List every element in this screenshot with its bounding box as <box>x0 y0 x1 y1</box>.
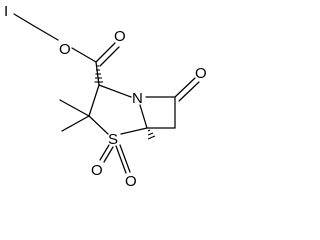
bond-carbonyl-double-a <box>95 42 116 63</box>
bond-lactam-double-a <box>174 77 196 98</box>
bond-sulfur-c5 <box>120 127 148 135</box>
bond-sulfonyl-left-b <box>103 146 114 163</box>
atom-sulfonyl-oxygen-left: O <box>91 162 103 179</box>
bond-layer <box>13 13 200 174</box>
stereo-hash-c2 <box>94 65 103 83</box>
bond-methylene-ester-oxygen <box>33 25 59 41</box>
bond-sulfonyl-left-a <box>99 144 110 161</box>
atom-label-layer: I O O N O S O O <box>4 3 207 190</box>
atom-ester-oxygen: O <box>59 41 71 58</box>
bond-lactam-double-b <box>178 81 200 102</box>
atom-carbonyl-oxygen: O <box>114 28 126 45</box>
bond-sulfonyl-right-a <box>115 145 127 174</box>
bond-sulfonyl-right-b <box>119 144 131 173</box>
bond-iodine-methylene <box>13 13 35 27</box>
bond-c5-nitrogen <box>139 104 148 129</box>
atom-sulfur: S <box>108 131 118 148</box>
atom-iodine: I <box>4 3 8 20</box>
atom-sulfonyl-oxygen-right: O <box>125 173 137 190</box>
bond-c2-c3 <box>88 84 100 117</box>
atom-lactam-oxygen: O <box>195 65 207 82</box>
bond-c3-methyl-lower <box>61 115 90 132</box>
bond-c3-sulfur <box>88 115 109 135</box>
bond-ester-oxygen-carbonyl-carbon <box>71 47 97 63</box>
bond-c2-nitrogen <box>98 84 132 98</box>
stereo-hash-c5 <box>147 129 156 140</box>
bond-carbonyl-double-b <box>99 46 120 67</box>
chemical-structure-diagram: I O O N O S O O <box>4 3 207 190</box>
atom-nitrogen: N <box>132 90 143 107</box>
bond-c3-methyl-upper <box>59 99 90 117</box>
